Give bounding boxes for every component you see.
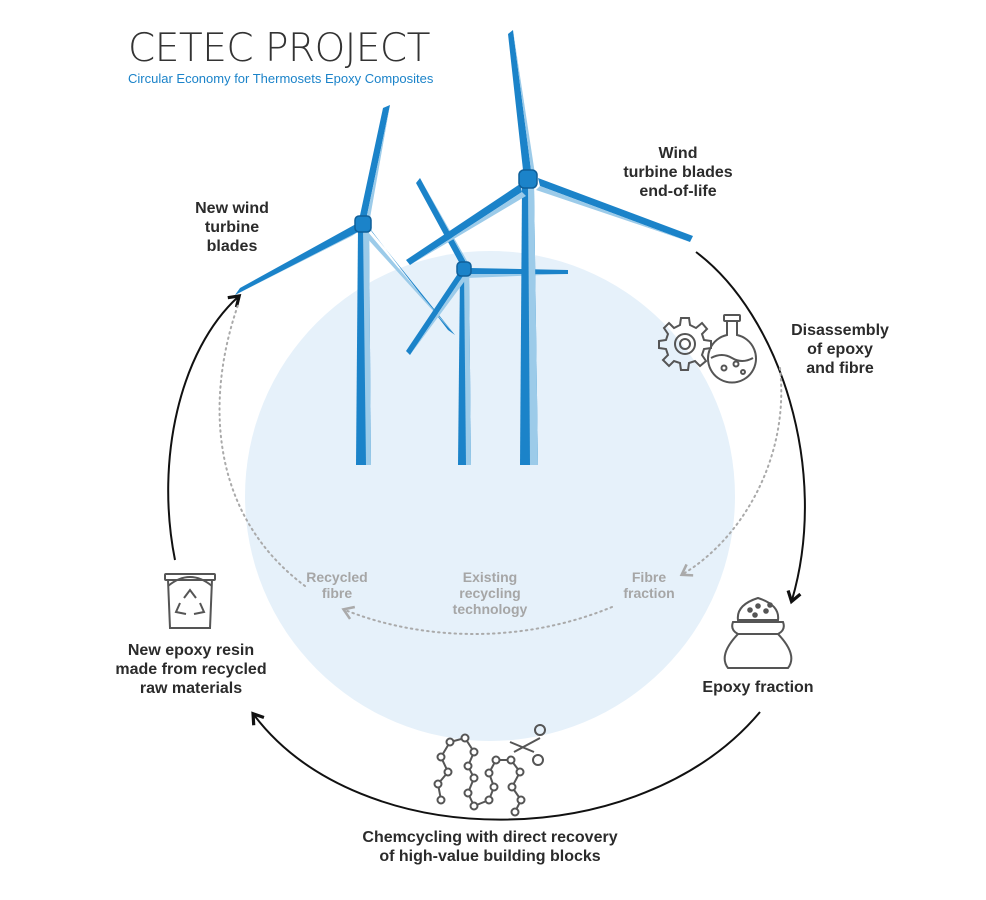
gear-icon bbox=[658, 317, 712, 371]
label-new-resin: New epoxy resin made from recycled raw m… bbox=[115, 642, 267, 697]
page-subtitle: Circular Economy for Thermosets Epoxy Co… bbox=[128, 71, 434, 86]
label-existing-technology: Existing recycling technology bbox=[452, 569, 528, 617]
label-new-blades: New wind turbine blades bbox=[195, 200, 269, 255]
arrow-resin-to-blades bbox=[167, 293, 242, 561]
label-epoxy-fraction: Epoxy fraction bbox=[702, 679, 814, 696]
sack-icon bbox=[723, 596, 793, 669]
label-end-of-life: Wind turbine blades end-of-life bbox=[623, 145, 733, 200]
label-recycled-fibre: Recycled fibre bbox=[306, 569, 368, 601]
recycle-bucket-icon bbox=[164, 573, 216, 629]
wind-turbine-icon bbox=[235, 105, 455, 465]
label-chemcycling: Chemcycling with direct recovery of high… bbox=[362, 829, 618, 865]
flask-icon bbox=[707, 314, 757, 384]
background-circle bbox=[245, 251, 735, 741]
dotted-fibre-to-recycled bbox=[341, 605, 613, 635]
scissors-icon bbox=[509, 724, 546, 766]
arrow-eol-to-epoxy bbox=[695, 251, 806, 605]
wind-turbine-icon bbox=[406, 30, 693, 465]
wind-turbine-icon bbox=[406, 178, 568, 465]
label-disassembly: Disassembly of epoxy and fibre bbox=[791, 322, 889, 377]
molecule-chain-icon bbox=[433, 733, 526, 817]
dotted-disassembly-to-fibre bbox=[679, 367, 783, 577]
dotted-recycled-to-blades bbox=[218, 304, 306, 587]
arrow-epoxy-to-chemcycling bbox=[251, 711, 761, 821]
label-fibre-fraction: Fibre fraction bbox=[623, 569, 675, 601]
page-title: CETEC PROJECT bbox=[128, 26, 430, 71]
